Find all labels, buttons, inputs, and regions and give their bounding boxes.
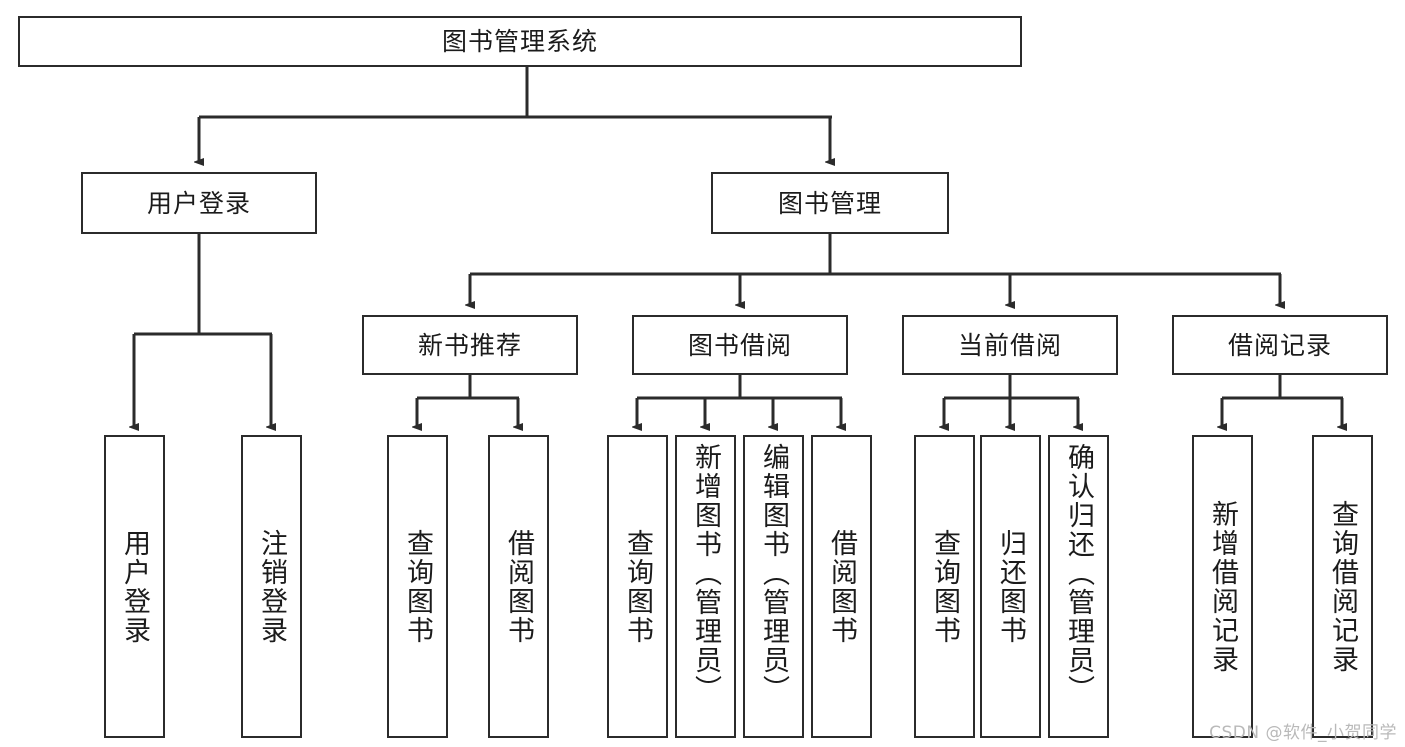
node-label: 图书管理系统 xyxy=(441,27,598,56)
csdn-watermark: CSDN @软件_小贺同学 xyxy=(1209,723,1397,743)
node-leaf-user-login[interactable]: 用户登录 xyxy=(104,435,165,738)
node-label: 用户登录 xyxy=(119,528,150,645)
node-leaf-add-borrow-record[interactable]: 新增借阅记录 xyxy=(1192,435,1253,738)
node-leaf-return-book[interactable]: 归还图书 xyxy=(980,435,1041,738)
node-book-management[interactable]: 图书管理 xyxy=(711,172,949,234)
node-current-borrow[interactable]: 当前借阅 xyxy=(902,315,1118,375)
node-label: 编辑图书（管理员） xyxy=(758,443,789,704)
node-leaf-borrow-book[interactable]: 借阅图书 xyxy=(811,435,872,738)
node-label: 归还图书 xyxy=(995,528,1026,645)
node-label: 新增借阅记录 xyxy=(1207,499,1238,674)
node-borrow-record[interactable]: 借阅记录 xyxy=(1172,315,1388,375)
node-label: 用户登录 xyxy=(146,188,251,218)
node-leaf-query-borrow-record[interactable]: 查询借阅记录 xyxy=(1312,435,1373,738)
node-label: 图书管理 xyxy=(777,188,882,218)
node-label: 新增图书（管理员） xyxy=(690,443,721,704)
node-label: 查询图书 xyxy=(622,528,653,645)
node-label: 查询图书 xyxy=(402,528,433,645)
node-label: 借阅图书 xyxy=(826,528,857,645)
node-label: 注销登录 xyxy=(256,528,287,645)
node-label: 借阅图书 xyxy=(503,528,534,645)
node-label: 确认归还（管理员） xyxy=(1063,443,1094,704)
node-leaf-user-logout[interactable]: 注销登录 xyxy=(241,435,302,738)
node-root-book-management-system[interactable]: 图书管理系统 xyxy=(18,16,1022,67)
node-leaf-query-book-new[interactable]: 查询图书 xyxy=(387,435,448,738)
node-leaf-edit-book-admin[interactable]: 编辑图书（管理员） xyxy=(743,435,804,738)
node-user-login[interactable]: 用户登录 xyxy=(81,172,317,234)
node-label: 新书推荐 xyxy=(417,330,522,360)
node-label: 查询图书 xyxy=(929,528,960,645)
node-leaf-query-book-current[interactable]: 查询图书 xyxy=(914,435,975,738)
node-leaf-add-book-admin[interactable]: 新增图书（管理员） xyxy=(675,435,736,738)
node-label: 图书借阅 xyxy=(687,330,792,360)
node-leaf-borrow-book-new[interactable]: 借阅图书 xyxy=(488,435,549,738)
node-leaf-confirm-return-admin[interactable]: 确认归还（管理员） xyxy=(1048,435,1109,738)
node-leaf-query-book-borrow[interactable]: 查询图书 xyxy=(607,435,668,738)
node-book-borrow[interactable]: 图书借阅 xyxy=(632,315,848,375)
node-label: 借阅记录 xyxy=(1227,330,1332,360)
node-label: 查询借阅记录 xyxy=(1327,499,1358,674)
node-label: 当前借阅 xyxy=(957,330,1062,360)
node-new-book-recommend[interactable]: 新书推荐 xyxy=(362,315,578,375)
